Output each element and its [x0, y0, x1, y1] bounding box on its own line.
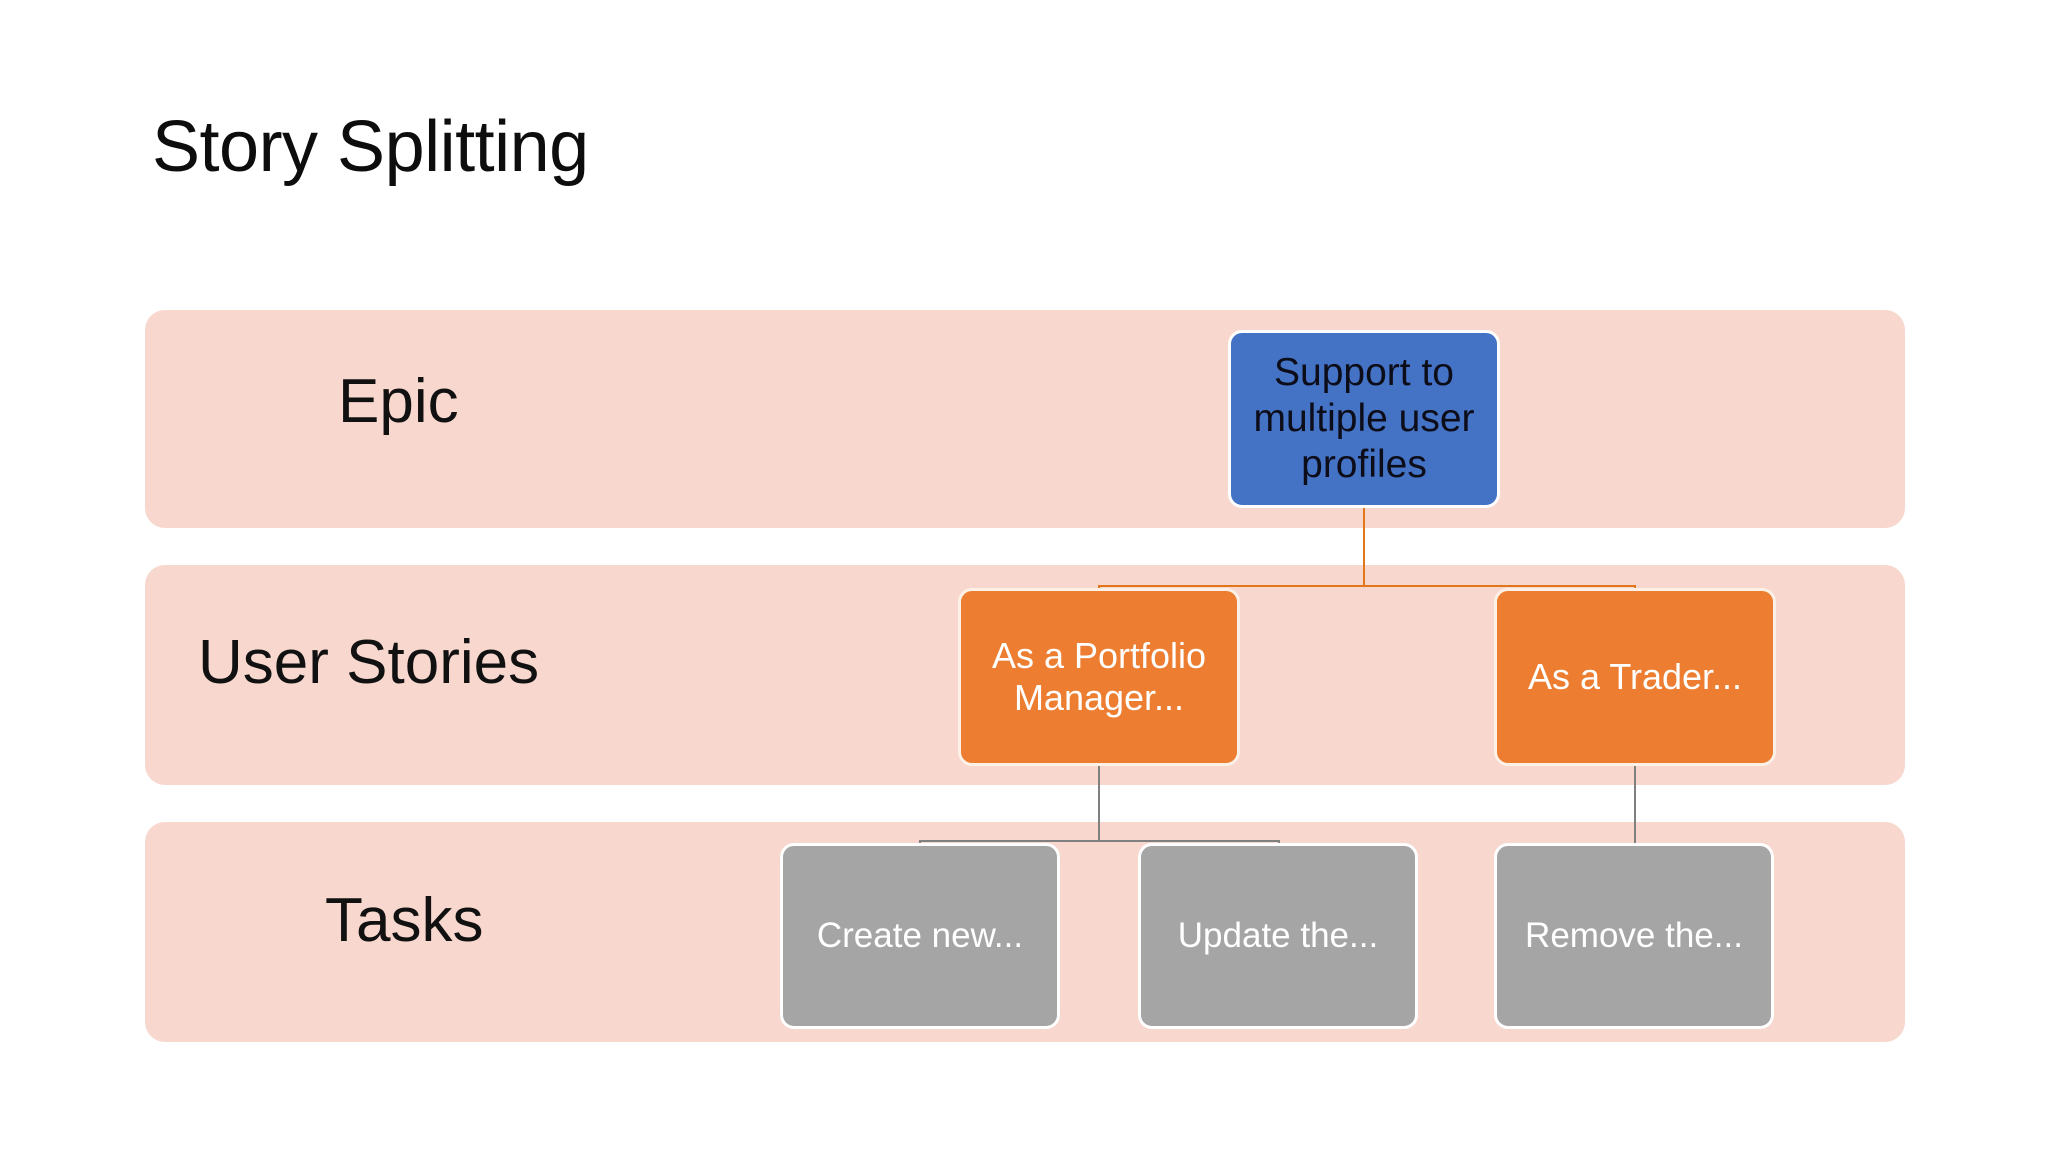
task-node-update-the[interactable]: Update the...	[1138, 843, 1418, 1029]
connector-story-1-bus	[919, 840, 1279, 842]
swimlane-band-epic	[145, 310, 1905, 528]
task-node-create-new[interactable]: Create new...	[780, 843, 1060, 1029]
connector-story-1-to-task-2	[1278, 840, 1280, 845]
user-story-node-trader[interactable]: As a Trader...	[1494, 588, 1776, 766]
connector-epic-bus	[1099, 585, 1635, 587]
connector-story-2-to-task-3	[1634, 766, 1636, 845]
epic-node[interactable]: Support to multiple user profiles	[1228, 330, 1500, 508]
task-node-remove-the[interactable]: Remove the...	[1494, 843, 1774, 1029]
band-label-tasks: Tasks	[325, 886, 484, 955]
user-story-node-portfolio-manager[interactable]: As a Portfolio Manager...	[958, 588, 1240, 766]
band-label-epic: Epic	[338, 367, 459, 436]
connector-epic-stem	[1363, 508, 1365, 586]
band-label-user-stories: User Stories	[198, 628, 540, 697]
page-title: Story Splitting	[152, 107, 589, 187]
connector-story-1-to-task-1	[919, 840, 921, 845]
connector-story-1-stem	[1098, 766, 1100, 841]
